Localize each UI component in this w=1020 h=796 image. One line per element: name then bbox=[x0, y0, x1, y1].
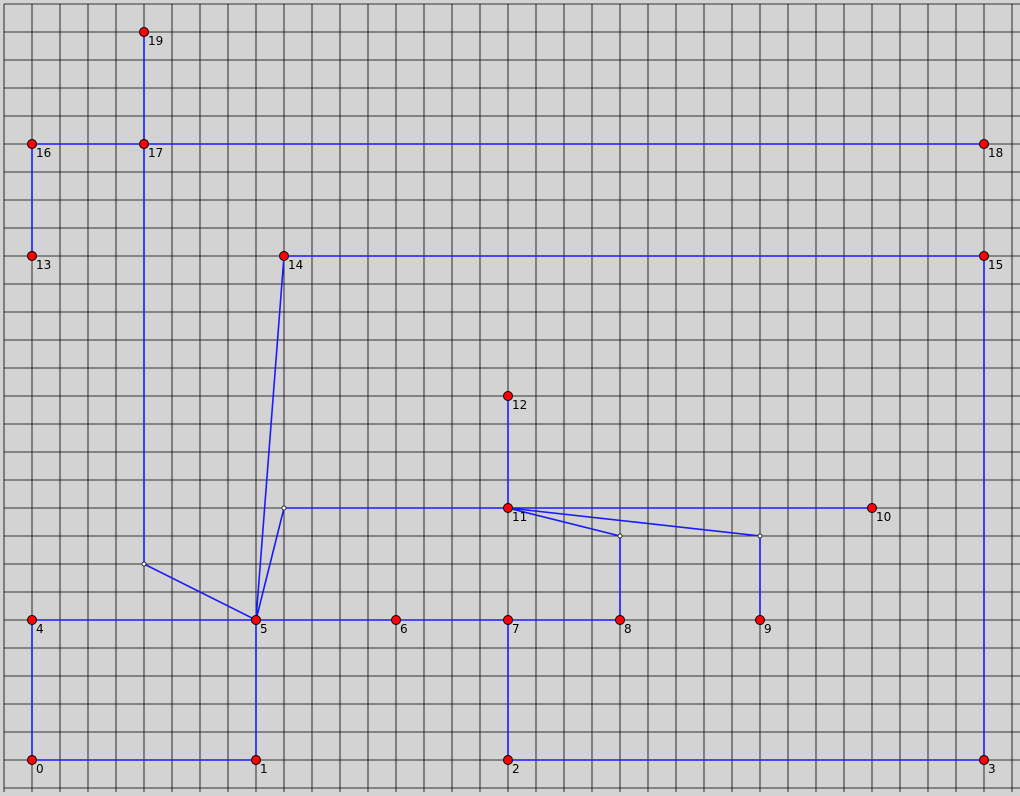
node-13[interactable]: 13 bbox=[27, 251, 52, 273]
node-9[interactable]: 9 bbox=[755, 615, 772, 637]
node-label: 14 bbox=[288, 258, 303, 272]
node-2[interactable]: 2 bbox=[503, 755, 520, 777]
edge-5-14[interactable] bbox=[255, 255, 285, 621]
node-label: 15 bbox=[988, 258, 1003, 272]
node-14[interactable]: 14 bbox=[279, 251, 304, 273]
bend-point[interactable] bbox=[757, 533, 763, 539]
node-label: 9 bbox=[764, 622, 772, 636]
node-marker[interactable] bbox=[503, 755, 513, 765]
node-marker[interactable] bbox=[251, 755, 261, 765]
node-1[interactable]: 1 bbox=[251, 755, 268, 777]
node-marker[interactable] bbox=[503, 391, 513, 401]
node-label: 6 bbox=[400, 622, 408, 636]
node-17[interactable]: 17 bbox=[139, 139, 164, 161]
node-marker[interactable] bbox=[139, 27, 149, 37]
node-3[interactable]: 3 bbox=[979, 755, 996, 777]
node-18[interactable]: 18 bbox=[979, 139, 1004, 161]
edge-bends bbox=[141, 505, 763, 567]
node-15[interactable]: 15 bbox=[979, 251, 1004, 273]
node-label: 1 bbox=[260, 762, 268, 776]
node-marker[interactable] bbox=[867, 503, 877, 513]
node-16[interactable]: 16 bbox=[27, 139, 52, 161]
bend-point[interactable] bbox=[281, 505, 287, 511]
node-11[interactable]: 11 bbox=[503, 503, 528, 525]
node-0[interactable]: 0 bbox=[27, 755, 44, 777]
node-marker[interactable] bbox=[503, 615, 513, 625]
node-marker[interactable] bbox=[251, 615, 261, 625]
node-marker[interactable] bbox=[27, 755, 37, 765]
node-marker[interactable] bbox=[279, 251, 289, 261]
node-label: 5 bbox=[260, 622, 268, 636]
node-marker[interactable] bbox=[979, 755, 989, 765]
node-label: 3 bbox=[988, 762, 996, 776]
node-marker[interactable] bbox=[27, 251, 37, 261]
bend-point[interactable] bbox=[141, 561, 147, 567]
node-label: 0 bbox=[36, 762, 44, 776]
node-label: 8 bbox=[624, 622, 632, 636]
node-4[interactable]: 4 bbox=[27, 615, 44, 637]
node-8[interactable]: 8 bbox=[615, 615, 632, 637]
node-label: 12 bbox=[512, 398, 527, 412]
node-12[interactable]: 12 bbox=[503, 391, 528, 413]
node-label: 19 bbox=[148, 34, 163, 48]
node-label: 2 bbox=[512, 762, 520, 776]
node-marker[interactable] bbox=[139, 139, 149, 149]
node-marker[interactable] bbox=[27, 139, 37, 149]
node-marker[interactable] bbox=[979, 139, 989, 149]
node-marker[interactable] bbox=[979, 251, 989, 261]
node-label: 11 bbox=[512, 510, 527, 524]
node-marker[interactable] bbox=[755, 615, 765, 625]
node-label: 10 bbox=[876, 510, 891, 524]
node-label: 4 bbox=[36, 622, 44, 636]
node-label: 13 bbox=[36, 258, 51, 272]
node-marker[interactable] bbox=[391, 615, 401, 625]
node-label: 16 bbox=[36, 146, 51, 160]
node-19[interactable]: 19 bbox=[139, 27, 164, 49]
edges bbox=[31, 32, 985, 761]
node-label: 18 bbox=[988, 146, 1003, 160]
node-10[interactable]: 10 bbox=[867, 503, 892, 525]
node-6[interactable]: 6 bbox=[391, 615, 408, 637]
bend-point[interactable] bbox=[617, 533, 623, 539]
node-marker[interactable] bbox=[27, 615, 37, 625]
node-7[interactable]: 7 bbox=[503, 615, 520, 637]
node-marker[interactable] bbox=[503, 503, 513, 513]
node-5[interactable]: 5 bbox=[251, 615, 268, 637]
node-label: 17 bbox=[148, 146, 163, 160]
node-label: 7 bbox=[512, 622, 520, 636]
node-marker[interactable] bbox=[615, 615, 625, 625]
